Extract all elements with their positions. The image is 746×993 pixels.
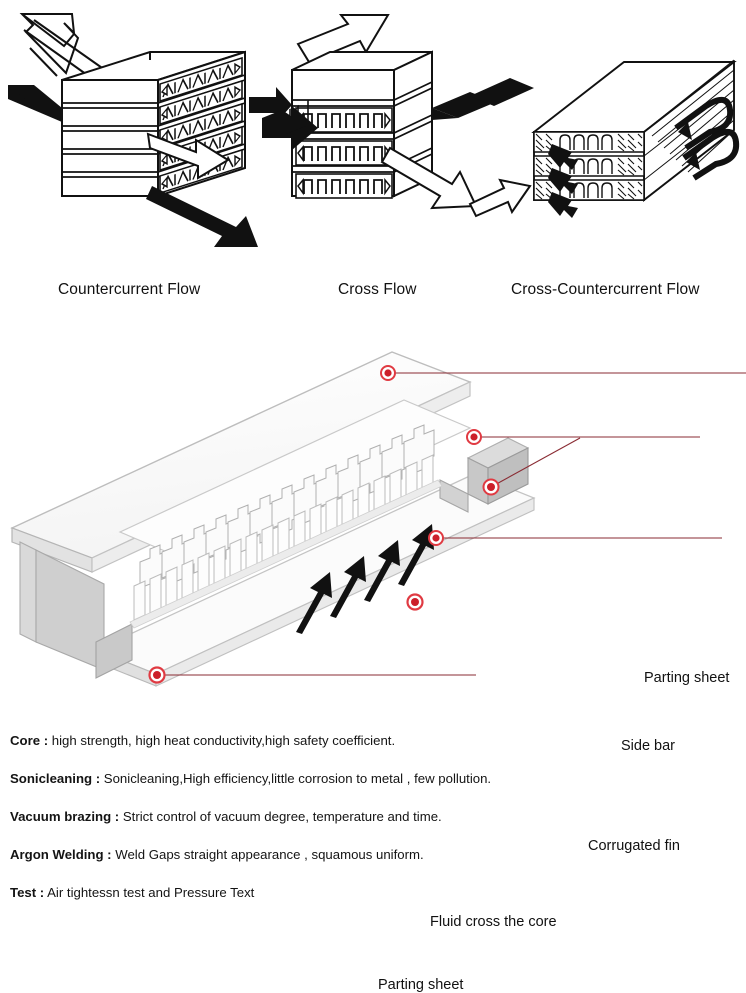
callout-dots — [148, 365, 500, 684]
callout-dot-fluid-cross-core — [406, 593, 424, 611]
callout-dot-side-bar-block — [482, 478, 500, 496]
callout-label-corrugated-fin: Corrugated fin — [588, 838, 680, 854]
callout-label-fluid-cross-core: Fluid cross the core — [430, 914, 557, 930]
spec-value-vacuum-brazing: Strict control of vacuum degree, tempera… — [122, 809, 442, 824]
spec-row-sonicleaning: Sonicleaning : Sonicleaning,High efficie… — [0, 760, 746, 798]
spec-row-test: Test : Air tightessn test and Pressure T… — [0, 874, 746, 912]
core-diagram-section: Parting sheet Side bar Corrugated fin Fl… — [0, 320, 746, 993]
callout-dot-parting-sheet-bottom — [148, 666, 166, 684]
callout-leaders — [157, 372, 746, 676]
countercurrent-flow-block — [8, 13, 292, 247]
spec-row-core: Core : high strength, high heat conducti… — [0, 722, 746, 760]
spec-key-test: Test : — [10, 885, 45, 900]
flow-diagrams-illustration — [8, 13, 740, 247]
side-bar-left — [19, 541, 133, 679]
spec-key-core: Core : — [10, 733, 49, 748]
callout-label-parting-sheet-top: Parting sheet — [644, 670, 730, 686]
xcc-fin-layers — [533, 131, 645, 201]
spec-value-test: Air tightessn test and Pressure Text — [47, 885, 255, 900]
xcc-return-bends — [674, 97, 740, 181]
cross-flow-fin-rows — [295, 107, 393, 199]
flow-diagrams-section: Countercurrent Flow Cross Flow Cross-Cou… — [0, 0, 746, 320]
flow-caption-cross-countercurrent: Cross-Countercurrent Flow — [511, 281, 700, 298]
spec-key-sonicleaning: Sonicleaning : — [10, 771, 101, 786]
corrugated-fin-pack — [129, 424, 443, 629]
flow-caption-cross: Cross Flow — [338, 281, 417, 298]
spec-row-vacuum-brazing: Vacuum brazing : Strict control of vacuu… — [0, 798, 746, 836]
flow-caption-countercurrent: Countercurrent Flow — [58, 281, 201, 298]
spec-key-argon-welding: Argon Welding : — [10, 847, 112, 862]
core-illustration — [10, 351, 746, 687]
spec-value-sonicleaning: Sonicleaning,High efficiency,little corr… — [103, 771, 492, 786]
spec-value-core: high strength, high heat conductivity,hi… — [51, 733, 396, 748]
spec-row-argon-welding: Argon Welding : Weld Gaps straight appea… — [0, 836, 746, 874]
callout-label-side-bar: Side bar — [621, 738, 676, 754]
spec-list: Core : high strength, high heat conducti… — [0, 722, 746, 912]
callout-dot-corrugated-fin — [428, 530, 444, 546]
cross-countercurrent-flow-block — [468, 59, 740, 218]
callout-dot-parting-sheet-top — [380, 365, 396, 381]
spec-value-argon-welding: Weld Gaps straight appearance , squamous… — [115, 847, 424, 862]
callout-dot-side-bar-sheet — [466, 429, 482, 445]
fluid-flow-arrows — [296, 524, 434, 634]
callout-label-parting-sheet-bottom: Parting sheet — [378, 977, 464, 993]
spec-key-vacuum-brazing: Vacuum brazing : — [10, 809, 120, 824]
cross-flow-block — [262, 14, 496, 210]
